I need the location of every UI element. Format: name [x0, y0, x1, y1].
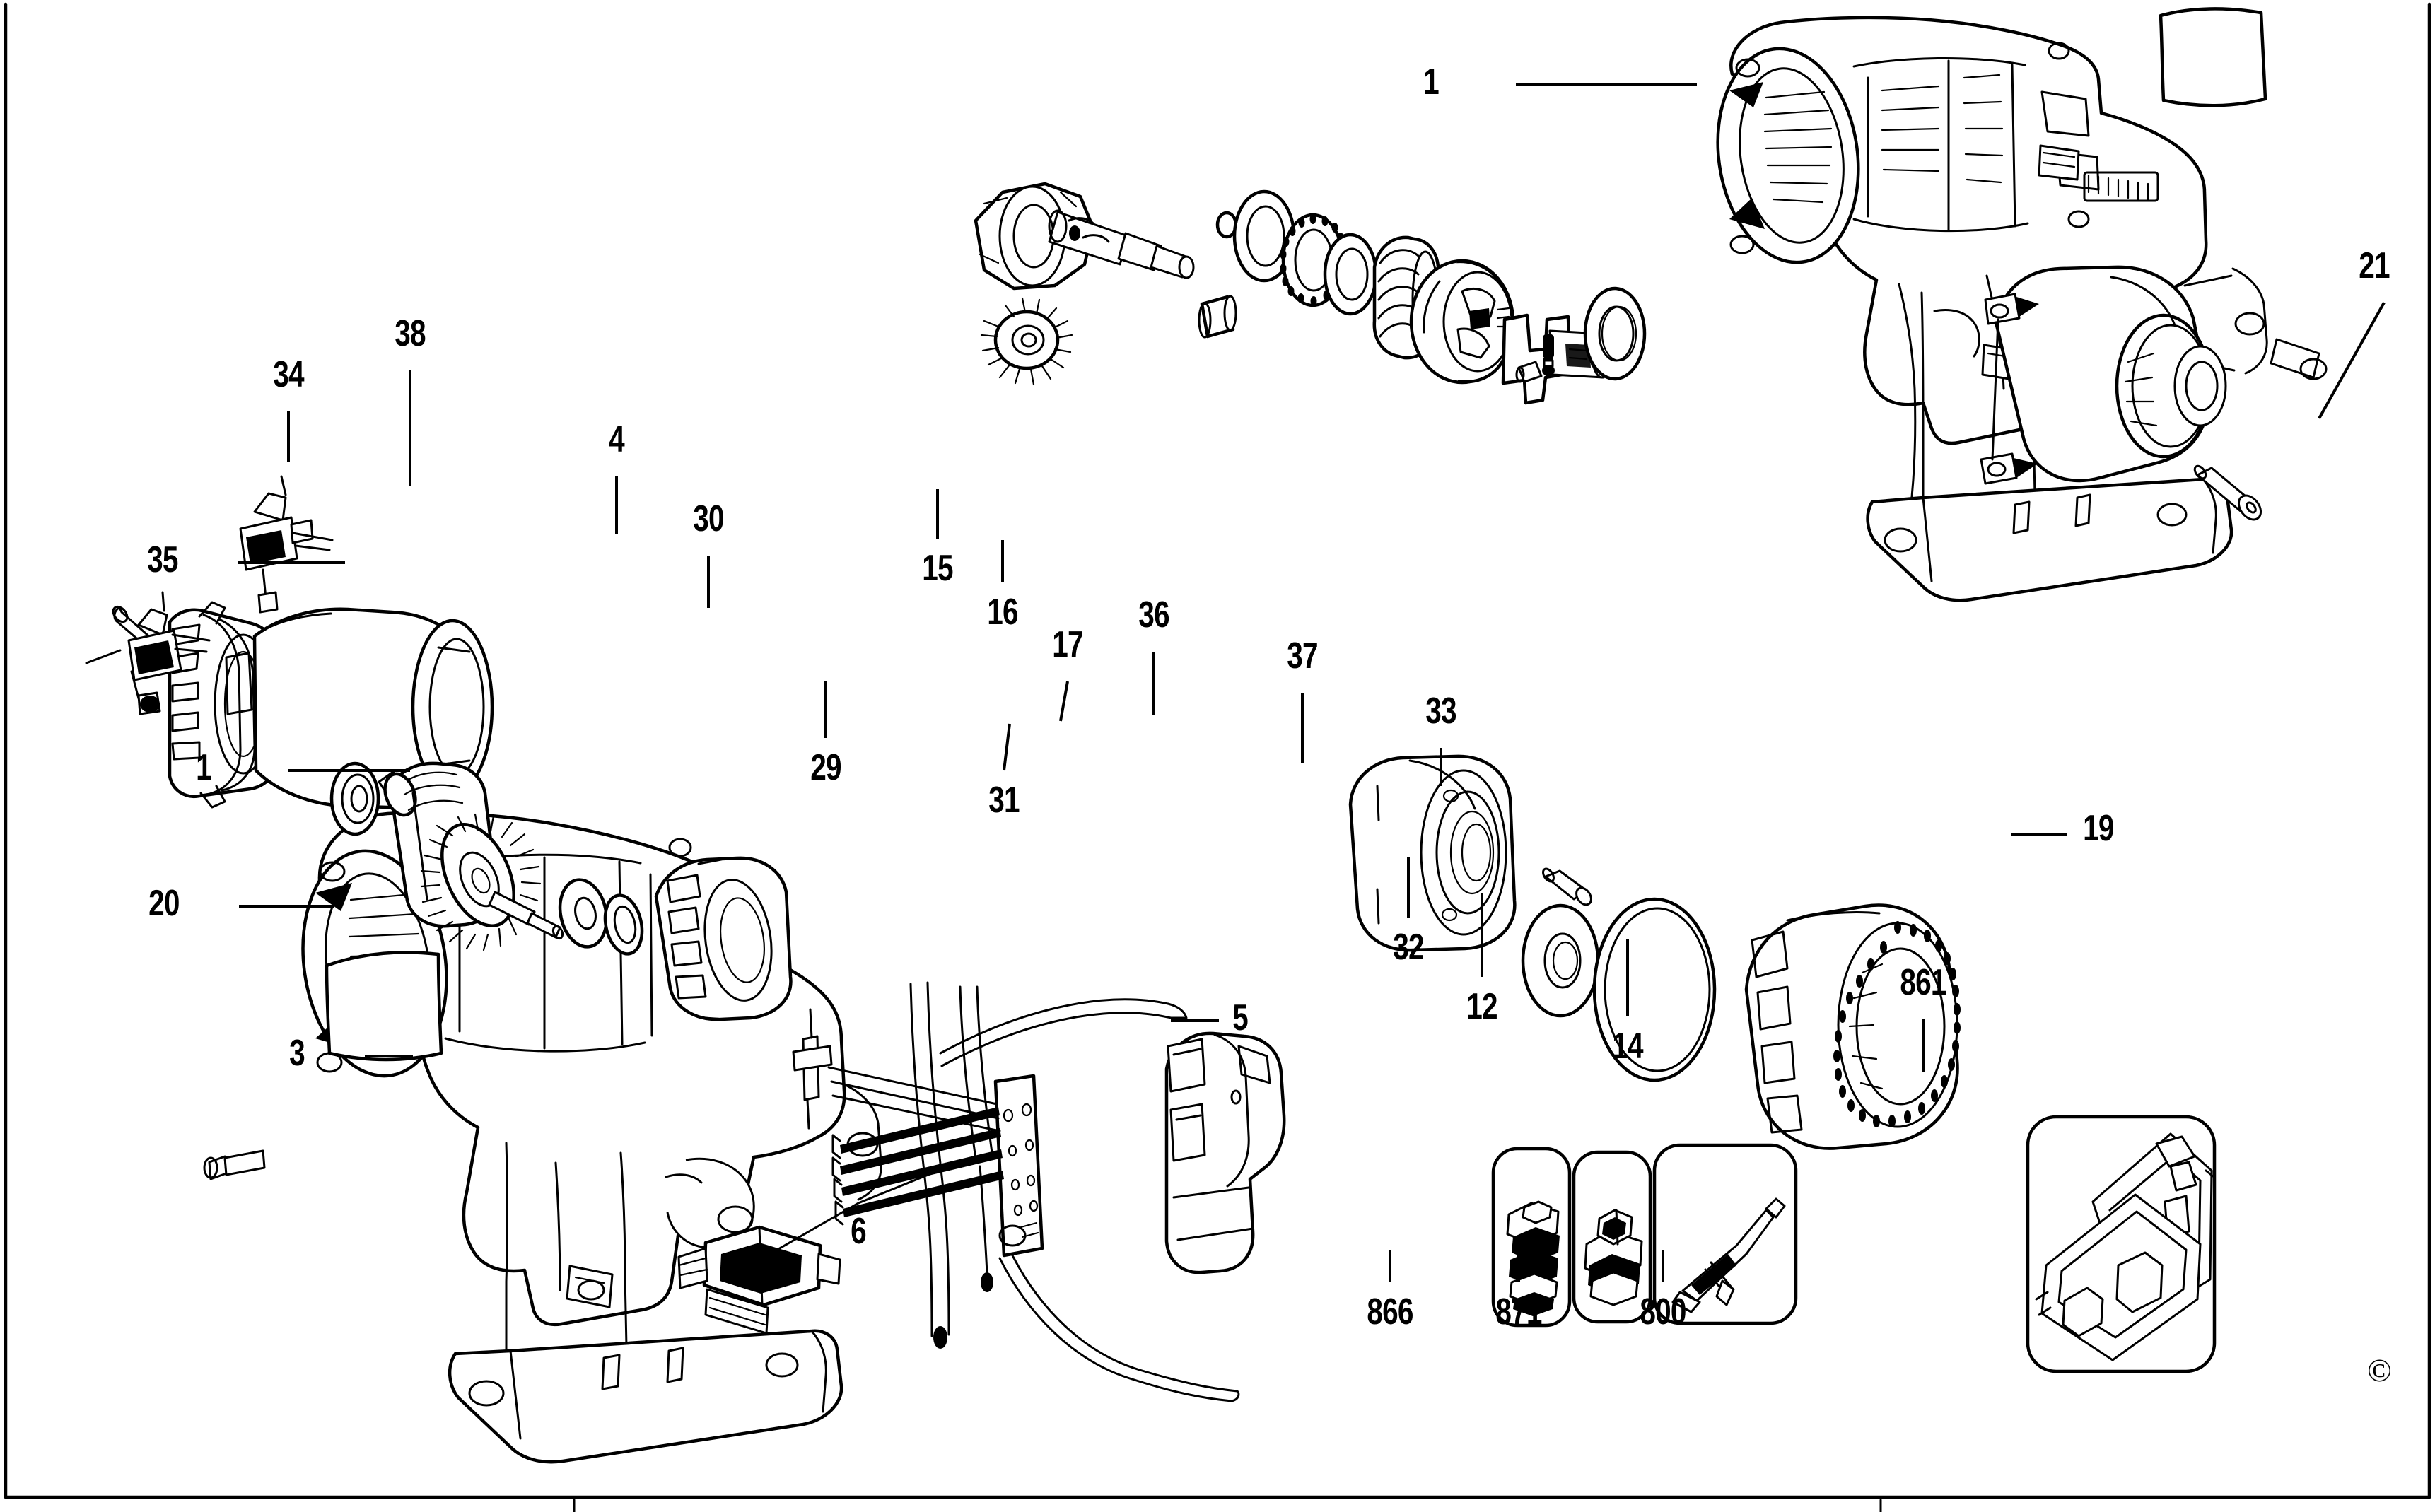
- part-29-armature: [378, 761, 564, 951]
- part-15-pinion: [980, 297, 1073, 386]
- part-24-washer-b: [1323, 233, 1378, 316]
- callout-number-33: 33: [1425, 691, 1456, 732]
- part-4-field-case: [252, 607, 494, 809]
- callout-number-32: 32: [1393, 927, 1424, 968]
- callout-number-20: 20: [148, 883, 180, 924]
- callout-number-21: 21: [2359, 245, 2390, 286]
- part-35-brush-holder: [85, 591, 211, 715]
- callout-number-861: 861: [1900, 962, 1946, 1003]
- decal-lower: [325, 951, 443, 1062]
- copyright-mark: ©: [2367, 1352, 2392, 1388]
- part-30-bearing: [329, 761, 380, 836]
- part-32-washer: [1521, 903, 1600, 1018]
- sheet-frame: [4, 2, 2431, 1512]
- callout-number-30: 30: [693, 498, 724, 539]
- callout-number-15: 15: [922, 548, 953, 589]
- screw-3: [203, 1149, 266, 1180]
- part-36-stator: [654, 856, 793, 1021]
- callout-number-4: 4: [609, 419, 625, 460]
- part-5-switch: [1164, 1031, 1286, 1274]
- part-10-chuck: [1980, 265, 2227, 485]
- leader-6-branch-2: [858, 1159, 964, 1205]
- callout-number-800: 800: [1640, 1291, 1686, 1332]
- callout-number-6: 6: [851, 1211, 867, 1252]
- callout-number-34: 34: [273, 354, 304, 395]
- callout-number-16: 16: [987, 592, 1018, 633]
- leader-lines: [238, 83, 2386, 1282]
- callout-number-5: 5: [1232, 997, 1249, 1038]
- callout-number-14: 14: [1612, 1026, 1643, 1067]
- leader-17: [1059, 681, 1069, 722]
- part-27-pin: [1515, 361, 1543, 383]
- callout-number-29: 29: [810, 747, 841, 788]
- part-28-pin: [1543, 334, 1554, 359]
- callout-number-38: 38: [395, 313, 426, 354]
- callout-number-3: 3: [289, 1033, 305, 1074]
- leader-6-branch-1: [735, 1202, 859, 1275]
- part-21-spindle: [974, 182, 1195, 291]
- callout-number-1: 1: [1423, 61, 1440, 102]
- part-17-thrust-washer: [603, 893, 644, 956]
- wiring-harness: [792, 981, 1240, 1402]
- leader-31: [1003, 723, 1011, 771]
- callout-number-866: 866: [1367, 1291, 1413, 1332]
- callout-number-19: 19: [2083, 808, 2114, 849]
- part-14-ring-gear: [1744, 903, 1961, 1150]
- accessory-box-871: [1572, 1150, 1652, 1324]
- part-13-washer: [1583, 286, 1647, 381]
- brush-holder-right: [239, 475, 334, 614]
- callout-number-31: 31: [988, 780, 1020, 821]
- part-6-connector: [677, 1225, 841, 1335]
- callout-number-12: 12: [1466, 986, 1497, 1027]
- callout-number-35: 35: [147, 539, 178, 580]
- accessory-box-800: [1652, 1143, 1798, 1325]
- accessory-box-866: [1491, 1147, 1572, 1328]
- part-16-sleeve: [1198, 295, 1237, 339]
- part-33-pin: [1542, 867, 1592, 906]
- part-37-gearcase: [1348, 754, 1517, 952]
- callout-number-871: 871: [1495, 1291, 1542, 1332]
- part-26-pin: [1542, 358, 1555, 376]
- callout-number-1: 1: [196, 747, 212, 788]
- callout-number-17: 17: [1052, 624, 1083, 665]
- callout-number-36: 36: [1138, 594, 1169, 635]
- part-12-retaining-ring: [1592, 897, 1717, 1082]
- part-31-washer: [558, 878, 609, 949]
- decal-upper: [2159, 7, 2267, 107]
- part-19-screw: [2193, 464, 2262, 521]
- callout-number-37: 37: [1287, 635, 1318, 676]
- leader-21: [2318, 302, 2386, 419]
- part-9-clutch-collar: [1409, 259, 1515, 385]
- accessory-box-861: [2026, 1115, 2217, 1373]
